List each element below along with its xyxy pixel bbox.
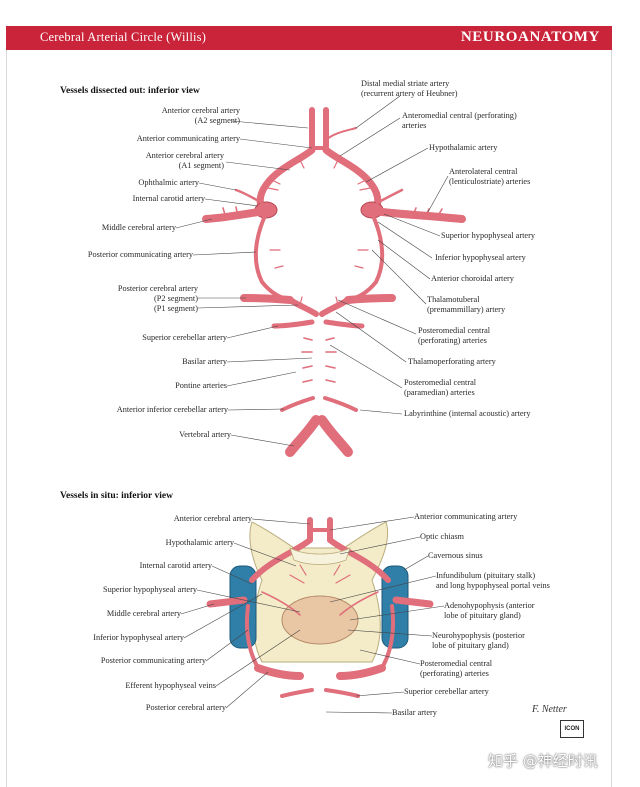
- label-b-infundibulum: Infundibulum (pituitary stalk)and long h…: [436, 571, 550, 590]
- bottom-in-situ-view: [206, 517, 434, 729]
- label-b-acomm: Anterior communicating artery: [414, 512, 518, 521]
- label-aica: Anterior inferior cerebellar artery: [116, 405, 228, 414]
- top-leader-lines: [175, 95, 449, 447]
- label-inf-hypophyseal: Inferior hypophyseal artery: [435, 253, 526, 262]
- label-b-basilar: Basilar artery: [392, 708, 437, 717]
- label-sup-hypophyseal: Superior hypophyseal artery: [441, 231, 536, 240]
- page-header: Cerebral Arterial Circle (Willis) NEUROA…: [0, 0, 640, 60]
- label-ant-choroidal: Anterior choroidal artery: [431, 274, 514, 283]
- label-ica: Internal carotid artery: [132, 194, 205, 203]
- label-aca-a1: Anterior cerebral artery(A1 segment): [145, 151, 224, 170]
- label-thalamotuberal: Thalamotuberal(premammillary) artery: [427, 295, 506, 314]
- label-heubner: Distal medial striate artery(recurrent a…: [361, 79, 458, 98]
- label-anteromedial-central: Anteromedial central (perforating)arteri…: [402, 111, 517, 130]
- label-b-pca: Posterior cerebral artery: [145, 703, 226, 712]
- label-hypothalamic: Hypothalamic artery: [429, 143, 498, 152]
- label-b-sca: Superior cerebellar artery: [404, 687, 489, 696]
- label-b-hypothalamic: Hypothalamic artery: [165, 538, 234, 547]
- label-pca: Posterior cerebral artery(P2 segment)(P1…: [117, 284, 198, 313]
- label-labyrinthine: Labyrinthine (internal acoustic) artery: [404, 409, 531, 418]
- label-posteromedial-perforating: Posteromedial central(perforating) arter…: [418, 326, 491, 345]
- label-pontine: Pontine arteries: [175, 381, 227, 390]
- section-title: NEUROANATOMY: [460, 29, 600, 45]
- label-b-cavernous-sinus: Cavernous sinus: [428, 551, 483, 560]
- publisher-logo: ICON: [560, 720, 584, 738]
- watermark: 知乎 @神经时讯: [488, 752, 598, 770]
- top-circle-of-willis: [202, 107, 466, 457]
- label-anterolateral-central: Anterolateral central(lenticulostriate) …: [449, 167, 531, 186]
- page-frame: [6, 50, 612, 787]
- bottom-leader-lines: [180, 516, 445, 714]
- label-thalamoperforating: Thalamoperforating artery: [408, 357, 496, 366]
- label-aca-a2: Anterior cerebral artery(A2 segment): [161, 106, 240, 125]
- label-mca: Middle cerebral artery: [101, 223, 176, 232]
- label-posteromedial-paramedian: Posteromedial central(paramedian) arteri…: [404, 378, 477, 397]
- label-ophthalmic: Ophthalmic artery: [138, 178, 199, 187]
- label-b-sup-hypophyseal: Superior hypophyseal artery: [102, 585, 197, 594]
- chapter-title: Cerebral Arterial Circle (Willis): [40, 30, 207, 44]
- bottom-view-title: Vessels in situ: inferior view: [60, 491, 173, 501]
- label-b-efferent-veins: Efferent hypophyseal veins: [125, 681, 216, 690]
- label-b-inf-hypophyseal: Inferior hypophyseal artery: [93, 633, 184, 642]
- label-sca: Superior cerebellar artery: [142, 333, 227, 342]
- artist-signature: F. Netter: [532, 704, 567, 715]
- label-b-optic-chiasm: Optic chiasm: [420, 532, 465, 541]
- label-pcomm: Posterior communicating artery: [87, 250, 193, 259]
- label-b-ica: Internal carotid artery: [139, 561, 212, 570]
- label-b-posteromedial: Posteromedial central(perforating) arter…: [420, 659, 493, 678]
- header-bar: [6, 26, 612, 50]
- label-b-mca: Middle cerebral artery: [106, 609, 181, 618]
- top-view-title: Vessels dissected out: inferior view: [60, 86, 200, 96]
- label-basilar: Basilar artery: [182, 357, 227, 366]
- label-acomm: Anterior communicating artery: [136, 134, 240, 143]
- label-vertebral: Vertebral artery: [179, 430, 231, 439]
- label-b-aca: Anterior cerebral artery: [173, 514, 252, 523]
- label-b-pcomm: Posterior communicating artery: [100, 656, 206, 665]
